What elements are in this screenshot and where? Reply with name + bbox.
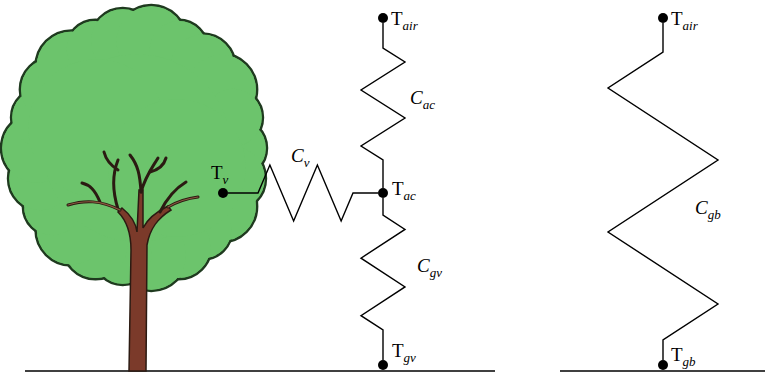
conductance-label: Cgb: [695, 198, 721, 217]
conductance-label: Cac: [410, 88, 435, 107]
tree-branches: [68, 197, 198, 210]
temperature-label: Tv: [211, 163, 228, 182]
temperature-label: Tair: [391, 9, 418, 28]
temperature-label: Tac: [392, 179, 416, 198]
resistor-symbol: [228, 165, 378, 221]
temperature-node: Tac: [378, 188, 388, 198]
conductance-label: Cv: [291, 146, 309, 165]
ground-line: [560, 370, 765, 372]
temperature-node: Tair: [658, 13, 668, 23]
resistor-symbol: [608, 23, 718, 360]
ground-line: [25, 370, 495, 372]
temperature-node: Tv: [218, 188, 228, 198]
resistor-symbol: [361, 198, 405, 360]
temperature-label: Tgb: [671, 345, 696, 364]
temperature-node: Tgb: [658, 360, 668, 370]
tree-trunk: [118, 190, 171, 371]
temperature-label: Tgv: [392, 341, 416, 360]
conductance-label: Cgv: [417, 256, 442, 275]
tree-branches: [68, 152, 198, 212]
temperature-node: Tair: [378, 13, 388, 23]
resistor-symbol: [361, 23, 405, 188]
temperature-node: Tgv: [378, 360, 388, 370]
temperature-label: Tair: [671, 9, 698, 28]
